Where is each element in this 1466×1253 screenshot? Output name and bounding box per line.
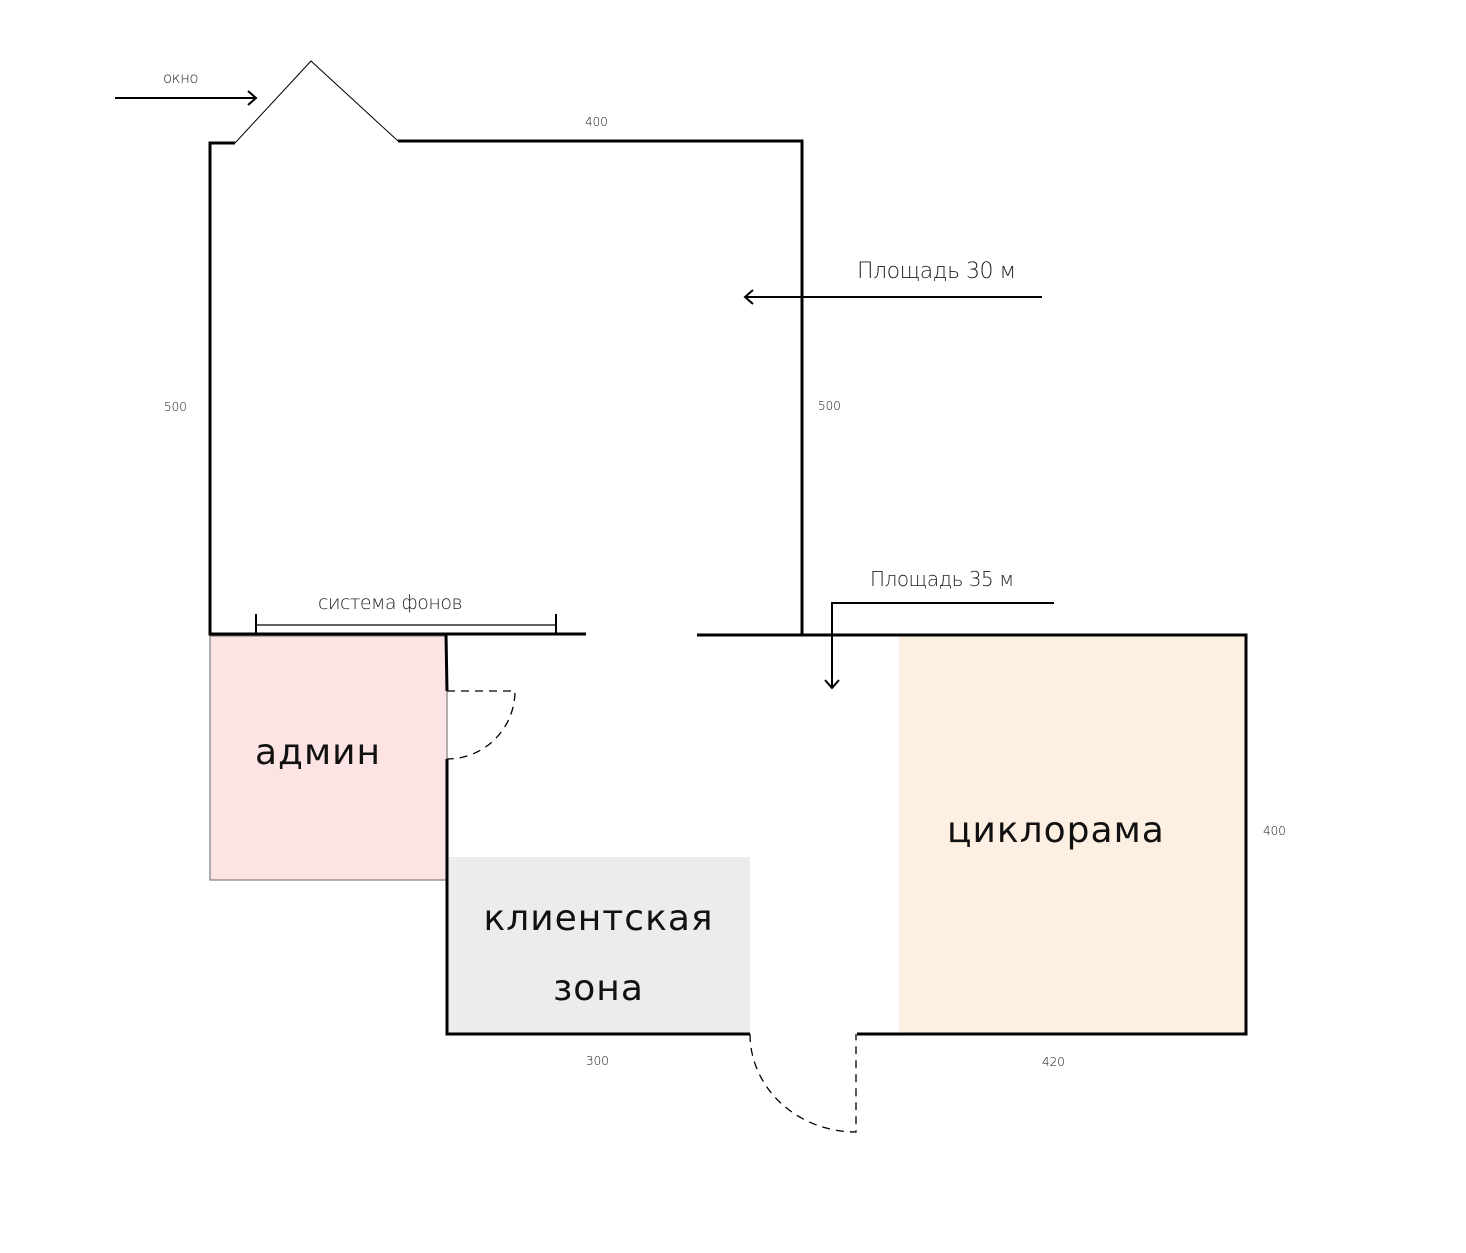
- admin-zone-fill: [209, 635, 448, 881]
- area-30-label: Площадь 30 м: [857, 259, 1016, 284]
- dimension-bottom-right: 420: [1042, 1055, 1065, 1069]
- window-bay: [234, 60, 399, 144]
- dimension-bottom-left: 300: [586, 1054, 609, 1068]
- arrows: [115, 90, 1054, 690]
- walls: [208, 139, 1248, 1036]
- area-35-label: Площадь 35 м: [870, 567, 1014, 591]
- window-arrow-icon: [115, 90, 258, 106]
- client-zone-label-line1: клиентская: [483, 898, 714, 939]
- client-zone-label-line2: зона: [553, 968, 644, 1009]
- window-label: окно: [163, 69, 199, 87]
- admin-zone-label: админ: [255, 732, 382, 773]
- backdrop-system-bracket: [255, 614, 557, 634]
- cyclorama-zone-fill: [899, 636, 1246, 1034]
- dimension-right: 500: [818, 399, 841, 413]
- dimension-top: 400: [585, 115, 608, 129]
- backdrop-system-label: система фонов: [318, 592, 463, 614]
- dimension-left: 500: [164, 400, 187, 414]
- client-zone-label: клиентская зона: [447, 884, 750, 1024]
- dimension-cyclorama: 400: [1263, 824, 1286, 838]
- client-zone-fill: [447, 857, 750, 1034]
- cyclorama-zone-label: циклорама: [947, 810, 1165, 851]
- doors: [446, 690, 857, 1133]
- area-35-arrow-icon: [824, 602, 1054, 690]
- area-30-arrow-icon: [743, 289, 1042, 305]
